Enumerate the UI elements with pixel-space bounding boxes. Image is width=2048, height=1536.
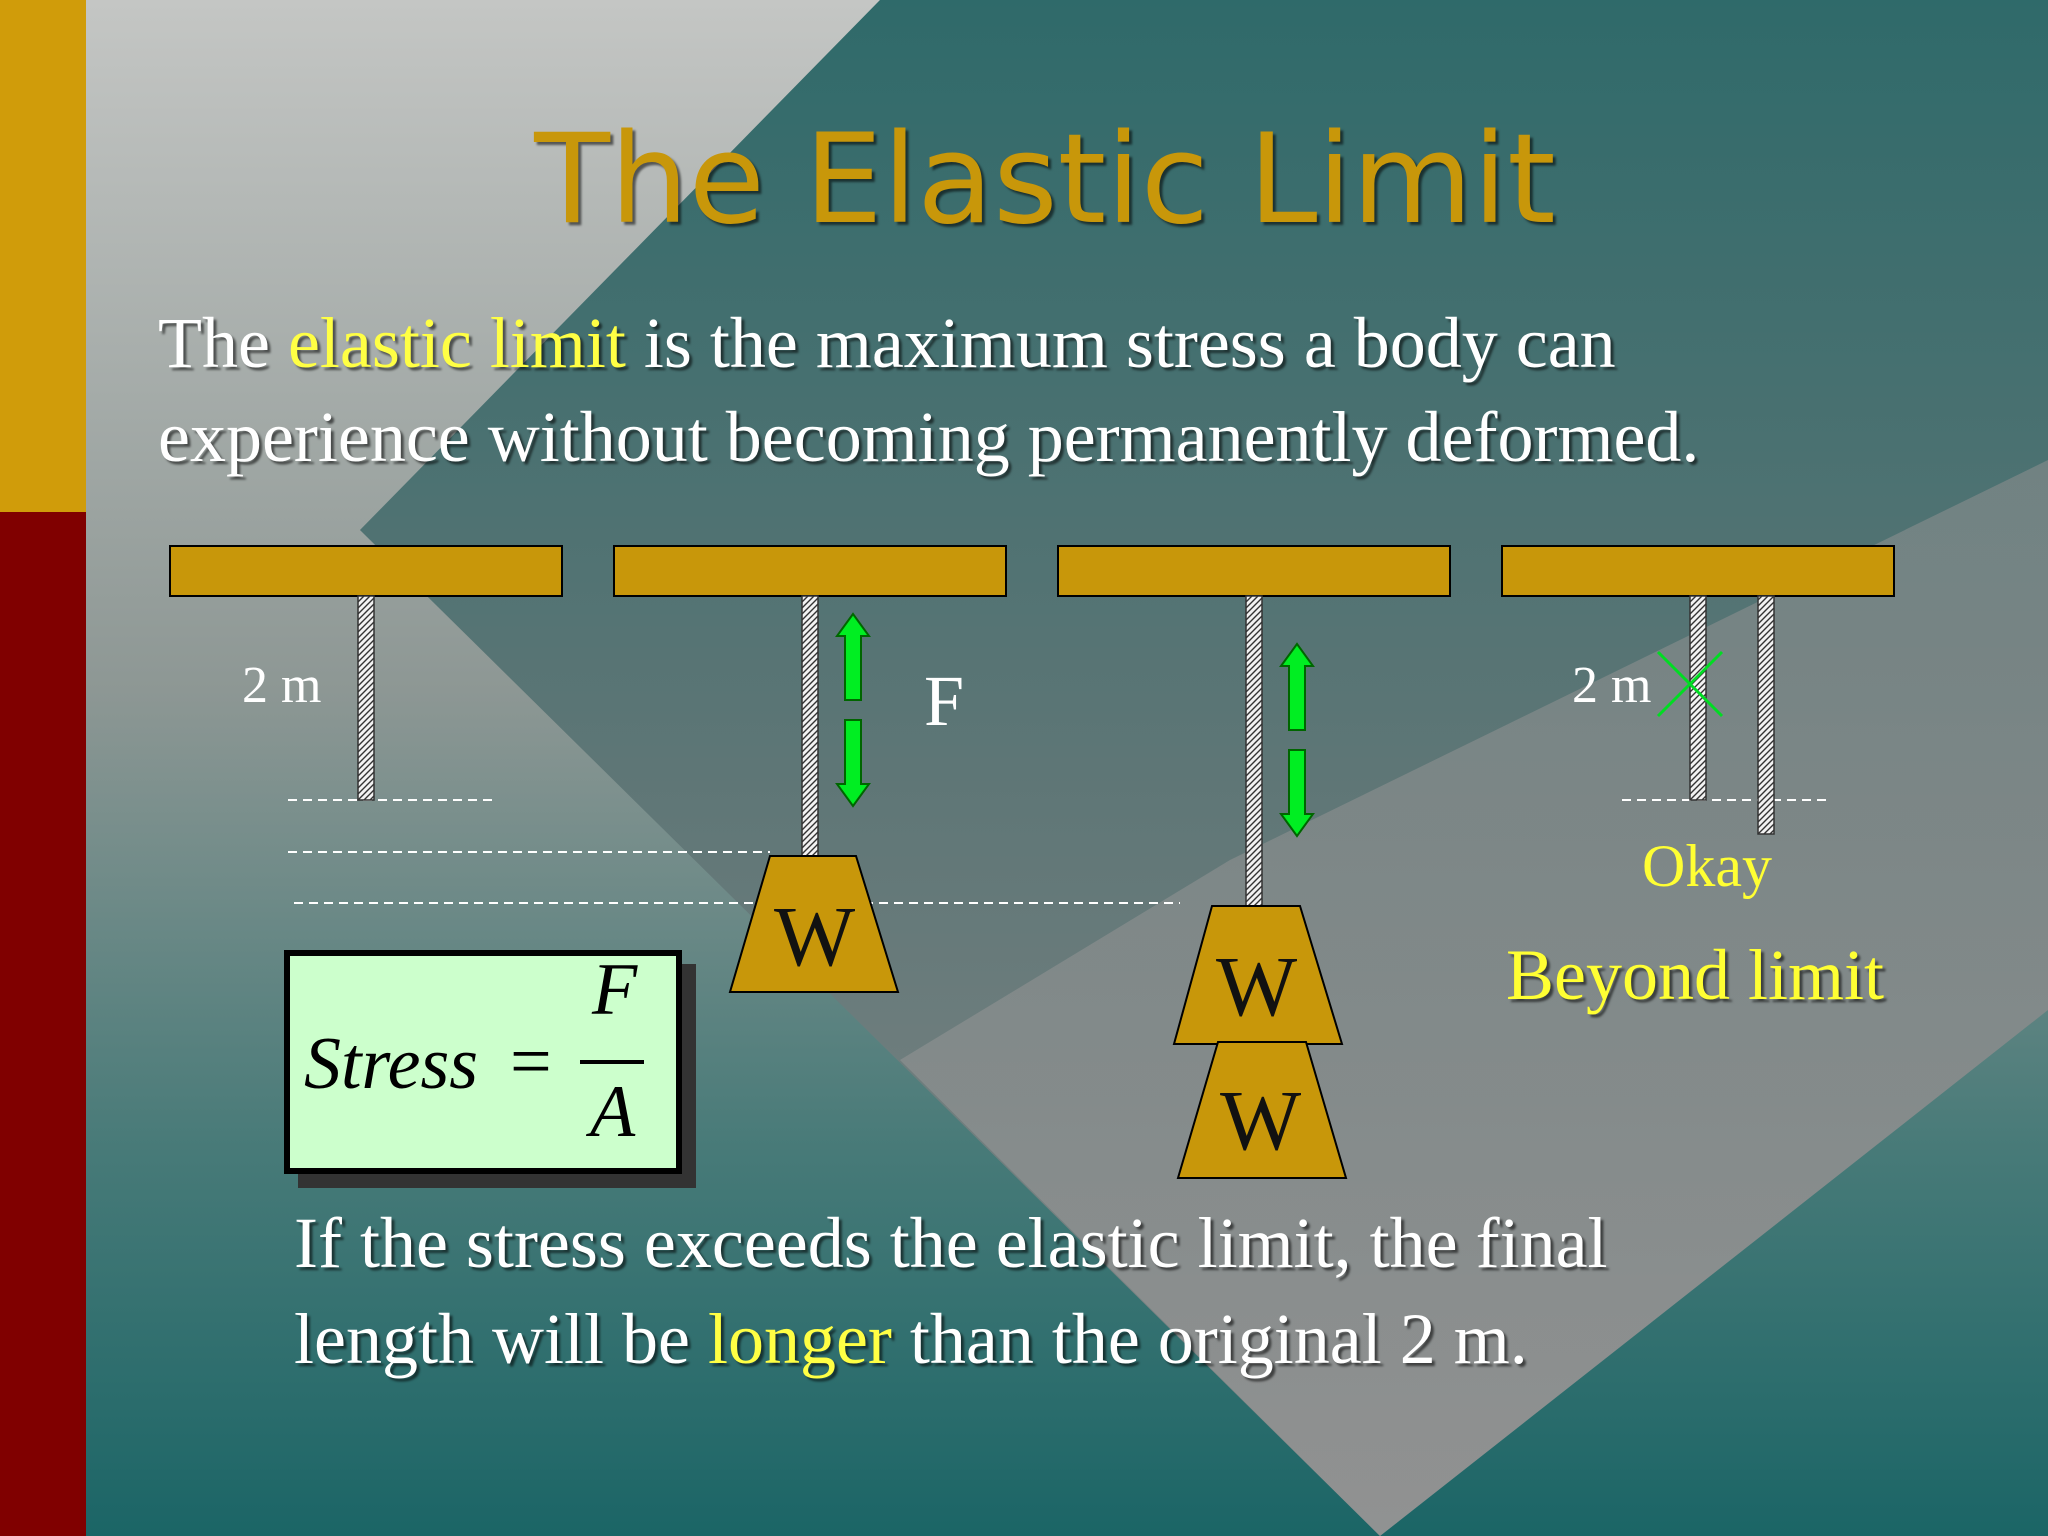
wire-unloaded [357,595,375,801]
conclusion-prefix: length will be [294,1299,708,1379]
support-beam-1 [169,545,563,597]
slide-title: The Elastic Limit [534,108,1556,252]
formula-numerator: F [592,949,638,1031]
length-label-right: 2 m [1572,657,1652,714]
weight-label: W [1220,1072,1302,1168]
wire-loaded [801,595,819,857]
fraction-bar [580,1060,644,1064]
formula-lhs: Stress [304,1023,479,1105]
support-beam-4 [1501,545,1895,597]
force-label: F [924,661,965,741]
left-accent-bar-gold [0,0,86,512]
support-beam-3 [1057,545,1451,597]
definition-prefix: The [158,303,288,383]
green-double-arrow-icon [835,612,871,808]
definition-line-1: The elastic limit is the maximum stress … [158,302,1616,385]
left-accent-bar-red [0,512,86,1536]
conclusion-line-2: length will be longer than the original … [294,1298,1528,1381]
formula-denominator: A [590,1071,636,1153]
wire-permanently-stretched [1757,595,1775,835]
definition-line-2: experience without becoming permanently … [158,397,1700,477]
weight-block-icon [1172,905,1344,1045]
stress-formula-box: Stress = F A [284,949,682,1174]
weight-label: W [774,888,856,984]
wire-overloaded [1245,595,1263,907]
green-x-mark-icon [1656,650,1724,718]
elastic-limit-highlight: elastic limit [287,303,626,383]
weight-block-icon [728,855,900,993]
formula-equals: = [510,1021,552,1103]
okay-label: Okay [1642,833,1772,899]
conclusion-line-1: If the stress exceeds the elastic limit,… [294,1203,1608,1283]
support-beam-2 [613,545,1007,597]
weight-label: W [1216,938,1298,1034]
weight-block-icon [1176,1041,1348,1179]
conclusion-suffix: than the original 2 m. [891,1299,1528,1379]
beyond-limit-label: Beyond limit [1506,935,1884,1015]
green-double-arrow-icon [1279,642,1315,838]
definition-suffix: is the maximum stress a body can [625,303,1616,383]
length-label-left: 2 m [242,657,322,714]
longer-highlight: longer [707,1299,892,1379]
